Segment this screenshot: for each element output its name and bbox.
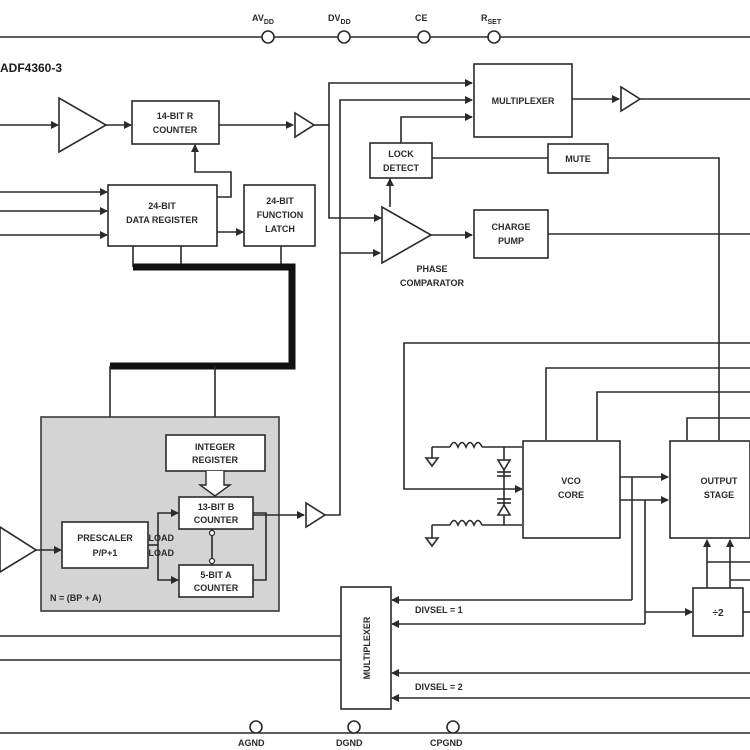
n-output-buffer (305, 501, 327, 529)
control-bus (110, 263, 296, 370)
svg-text:COUNTER: COUNTER (194, 583, 239, 593)
prescaler-block: PRESCALER P/P+1 (61, 521, 149, 569)
multiplexer-bottom-block: MULTIPLEXER (340, 586, 392, 710)
svg-text:PHASE: PHASE (416, 264, 447, 274)
r-counter-block: 14-BIT R COUNTER (131, 100, 220, 145)
svg-text:COUNTER: COUNTER (194, 515, 239, 525)
svg-text:OUTPUT: OUTPUT (701, 476, 739, 486)
svg-text:STAGE: STAGE (704, 490, 734, 500)
svg-text:MULTIPLEXER: MULTIPLEXER (492, 96, 555, 106)
svg-text:5-BIT A: 5-BIT A (200, 570, 232, 580)
vco-core-block: VCO CORE (522, 440, 621, 539)
svg-text:13-BIT B: 13-BIT B (198, 502, 235, 512)
svg-text:MUTE: MUTE (565, 154, 591, 164)
tank-circuit (424, 441, 522, 548)
n-formula: N = (BP + A) (50, 593, 102, 603)
svg-text:CORE: CORE (558, 490, 584, 500)
pin-agnd: AGND (238, 720, 265, 748)
svg-text:CE: CE (415, 13, 428, 23)
svg-text:AVDD: AVDD (252, 13, 274, 26)
output-stage-block: OUTPUT STAGE (669, 440, 750, 539)
lock-detect-block: LOCK DETECT (369, 142, 433, 179)
load-label-1: LOAD (149, 533, 175, 543)
divsel-2-label: DIVSEL = 2 (415, 682, 463, 692)
b-counter-block: 13-BIT B COUNTER (178, 496, 254, 530)
svg-text:COUNTER: COUNTER (153, 125, 198, 135)
svg-text:DVDD: DVDD (328, 13, 351, 26)
charge-pump-block: CHARGE PUMP (473, 209, 549, 259)
svg-text:AGND: AGND (238, 738, 265, 748)
pin-ce: CE (415, 13, 431, 44)
svg-text:COMPARATOR: COMPARATOR (400, 278, 464, 288)
muxout-buffer (620, 85, 642, 113)
svg-text:INTEGER: INTEGER (195, 442, 236, 452)
multiplexer-top-block: MULTIPLEXER (473, 63, 573, 138)
reference-buffer-amp (58, 96, 108, 154)
svg-text:24-BIT: 24-BIT (266, 196, 294, 206)
svg-text:LOCK: LOCK (388, 149, 414, 159)
svg-text:RSET: RSET (481, 13, 502, 26)
chip-name: ADF4360-3 (0, 61, 62, 75)
svg-text:CPGND: CPGND (430, 738, 463, 748)
svg-text:24-BIT: 24-BIT (148, 201, 176, 211)
svg-text:14-BIT R: 14-BIT R (157, 111, 194, 121)
integer-register-block: INTEGER REGISTER (165, 434, 266, 472)
pin-dgnd: DGND (336, 720, 363, 748)
svg-text:DETECT: DETECT (383, 163, 420, 173)
r-output-buffer (294, 111, 316, 139)
pin-rset: RSET (481, 13, 502, 44)
data-register-block: 24-BIT DATA REGISTER (107, 184, 218, 247)
pin-dvdd: DVDD (328, 13, 351, 44)
mute-block: MUTE (547, 143, 609, 174)
svg-text:VCO: VCO (561, 476, 581, 486)
pin-avdd: AVDD (252, 13, 275, 44)
function-latch-block: 24-BIT FUNCTION LATCH (243, 184, 316, 247)
svg-text:MULTIPLEXER: MULTIPLEXER (362, 616, 372, 679)
svg-text:REGISTER: REGISTER (192, 455, 239, 465)
load-label-2: LOAD (149, 548, 175, 558)
a-counter-block: 5-BIT A COUNTER (178, 564, 254, 598)
svg-text:÷2: ÷2 (712, 608, 723, 619)
svg-text:CHARGE: CHARGE (491, 222, 530, 232)
pin-cpgnd: CPGND (430, 720, 463, 748)
rf-input-amp (0, 526, 38, 573)
svg-text:P/P+1: P/P+1 (93, 548, 118, 558)
divsel-1-label: DIVSEL = 1 (415, 605, 463, 615)
phase-comparator-amp: PHASE COMPARATOR (381, 205, 464, 288)
svg-text:FUNCTION: FUNCTION (257, 210, 304, 220)
svg-text:DGND: DGND (336, 738, 363, 748)
svg-text:LATCH: LATCH (265, 224, 295, 234)
divide-by-two-block: ÷2 (692, 587, 744, 637)
svg-text:PUMP: PUMP (498, 236, 524, 246)
svg-text:DATA REGISTER: DATA REGISTER (126, 215, 198, 225)
svg-text:PRESCALER: PRESCALER (77, 533, 133, 543)
